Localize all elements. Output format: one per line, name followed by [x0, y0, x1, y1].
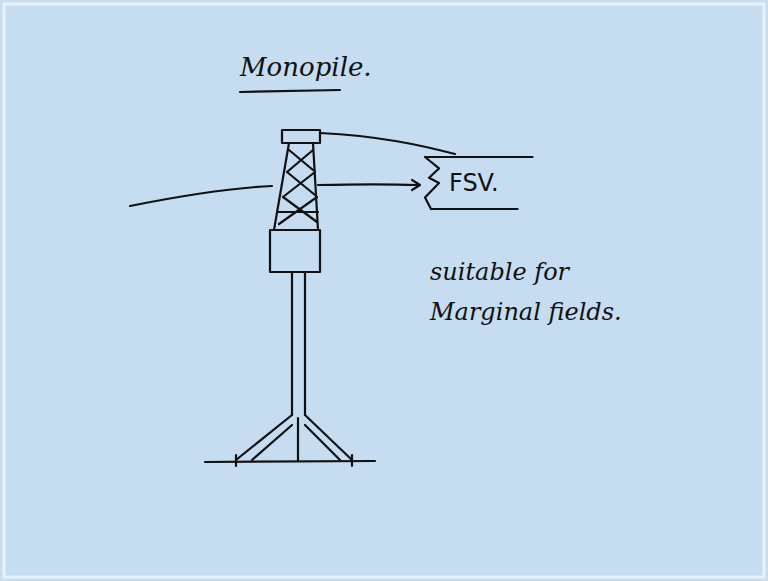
seabed-line	[205, 461, 375, 462]
water-line	[130, 184, 418, 206]
slide-title: Monopile.	[240, 52, 372, 82]
monopile-column	[292, 272, 305, 415]
pile-points	[236, 455, 352, 466]
tower-bracing	[278, 150, 318, 224]
deck	[282, 130, 320, 143]
vessel-outline: FSV.	[425, 157, 513, 209]
vessel-label: FSV.	[449, 169, 499, 197]
water-arrow	[412, 180, 420, 190]
slide-frame	[4, 4, 764, 577]
title-underline	[240, 90, 340, 92]
base-legs	[236, 415, 352, 461]
note-text: suitable for Marginal fields.	[430, 252, 680, 332]
riser-line	[320, 133, 455, 154]
transition-piece	[270, 230, 320, 272]
tower-legs	[274, 143, 318, 230]
